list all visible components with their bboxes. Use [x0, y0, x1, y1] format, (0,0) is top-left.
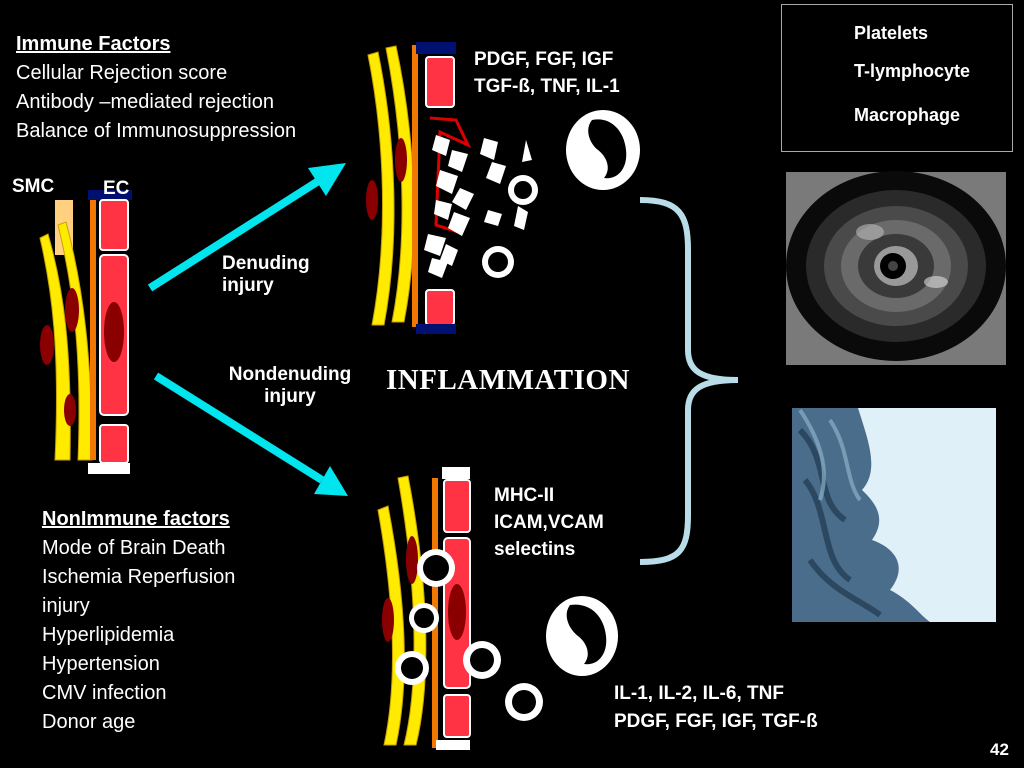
immune-factor-item: Antibody –mediated rejection [16, 91, 274, 113]
legend-macrophage: Macrophage [854, 105, 961, 125]
denuded-edge [429, 116, 472, 234]
cell-legend: Platelets T-lymphocyte Macrophage [781, 4, 1013, 152]
nondenuding-injury-label: Nondenuding injury [228, 364, 352, 407]
denuding-injury-label: Denuding injury [222, 253, 310, 296]
nonimmune-factor-item: Hypertension [42, 653, 160, 675]
arrow-denuding [147, 163, 346, 292]
smc-nucleus [395, 138, 407, 182]
nonimmune-factor-item: injury [42, 595, 90, 617]
immune-factors-title: Immune Factors [16, 33, 171, 55]
endothelial-cell [99, 424, 129, 464]
endothelial-cell [443, 479, 471, 533]
ec-nucleus [104, 302, 124, 362]
ec-nucleus [448, 584, 466, 640]
smc-nucleus [382, 598, 394, 642]
legend-platelets: Platelets [854, 23, 929, 43]
nonimmune-factors-title: NonImmune factors [42, 508, 230, 530]
vessel-basement [442, 467, 470, 479]
nonimmune-factor-item: Hyperlipidemia [42, 624, 175, 646]
smc-nucleus [40, 325, 54, 365]
endothelial-cell [99, 199, 129, 251]
smc-nucleus [64, 394, 76, 426]
endothelial-junction [88, 190, 132, 200]
smc-cell [367, 51, 395, 326]
denuded-vessel-wall [366, 42, 472, 334]
endothelial-cell [425, 56, 455, 108]
endothelial-junction [416, 42, 456, 54]
nonimmune-factors-block: NonImmune factors Mode of Brain Death Is… [42, 505, 235, 737]
cytokines-bottom: IL-1, IL-2, IL-6, TNF PDGF, FGF, IGF, TG… [614, 683, 818, 732]
legend-t-lymphocyte: T-lymphocyte [854, 61, 971, 81]
endothelial-cell [425, 289, 455, 326]
adhesion-molecules: MHC-II ICAM,VCAM selectins [494, 485, 604, 560]
vessel-basement [436, 740, 470, 750]
internal-elastic-lamina [90, 198, 96, 460]
growth-factors-top: PDGF, FGF, IGF TGF-ß, TNF, IL-1 [474, 49, 620, 97]
internal-elastic-lamina [412, 45, 418, 327]
ec-label: EC [103, 178, 130, 199]
immune-factor-item: Cellular Rejection score [16, 62, 228, 84]
immune-factors-block: Immune Factors Cellular Rejection score … [16, 30, 296, 146]
immune-factor-item: Balance of Immunosuppression [16, 120, 297, 142]
normal-vessel-wall [39, 190, 132, 474]
endothelial-junction [416, 324, 456, 334]
smc-nucleus [406, 536, 418, 584]
endothelial-cell [443, 694, 471, 738]
slide-number: 42 [990, 740, 1009, 759]
vessel-basement [88, 463, 130, 474]
smc-cell [377, 505, 405, 746]
nonimmune-factor-item: Ischemia Reperfusion [42, 566, 236, 588]
smc-cell [39, 233, 71, 461]
converging-brace [639, 197, 739, 565]
histology-image [792, 408, 996, 622]
ivus-image [786, 171, 1006, 365]
macrophage-top [566, 110, 640, 190]
adherent-platelets [424, 135, 532, 278]
nonimmune-factor-item: Mode of Brain Death [42, 537, 226, 559]
inflammation-label: INFLAMMATION [386, 364, 630, 396]
nonimmune-factor-item: CMV infection [42, 682, 167, 704]
smc-nucleus [65, 288, 79, 332]
smc-nucleus [366, 180, 378, 220]
nonimmune-factor-item: Donor age [42, 711, 136, 733]
arrow-nondenuding [153, 372, 348, 496]
macrophage-bottom [546, 596, 618, 676]
smc-label: SMC [12, 176, 55, 197]
